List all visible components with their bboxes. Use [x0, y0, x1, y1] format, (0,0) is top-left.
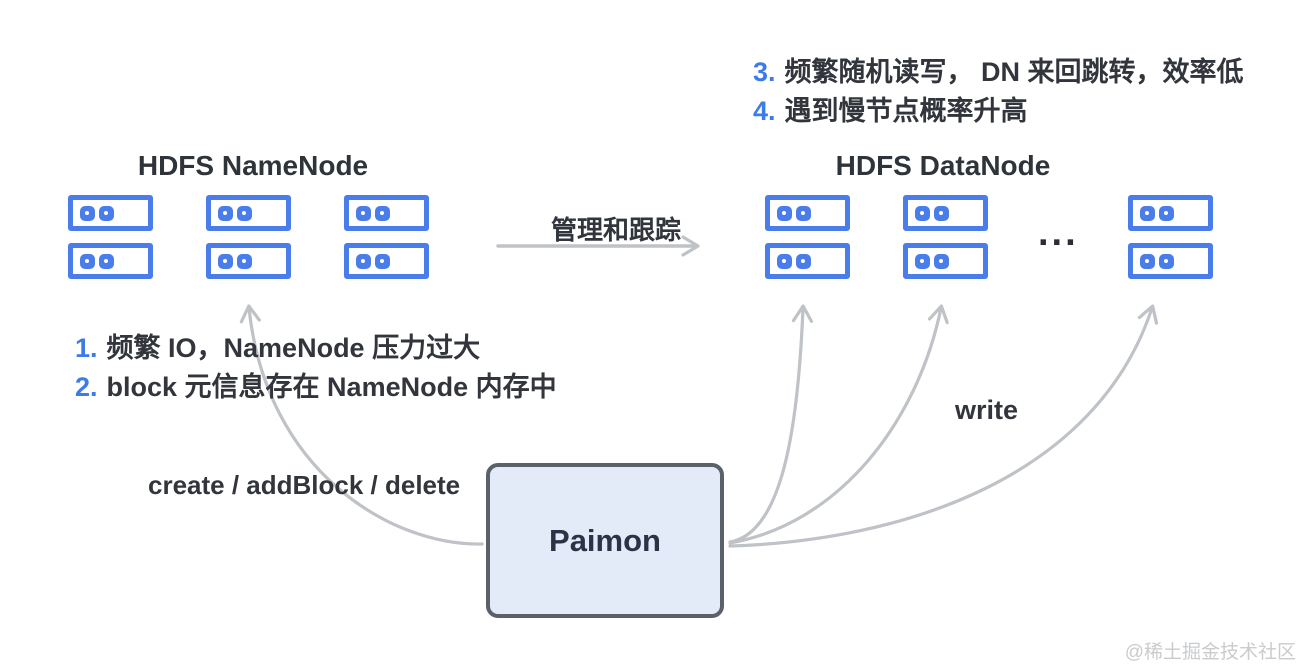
paimon-to-datanode-arrow-2: [728, 304, 949, 545]
note-text: 遇到慢节点概率升高: [784, 96, 1028, 126]
namenode-title: HDFS NameNode: [137, 150, 369, 181]
notes-datanode-issues: 3. 频繁随机读写， DN 来回跳转，效率低 4. 遇到慢节点概率升高: [753, 50, 1244, 128]
note-text: 频繁随机读写， DN 来回跳转，效率低: [784, 57, 1244, 87]
server-led-icon: [375, 253, 390, 269]
server-led-icon: [1140, 205, 1155, 221]
server-led-icon: [915, 205, 930, 221]
paimon-to-datanode-arrow-1: [728, 304, 814, 544]
server-led-icon: [934, 253, 949, 269]
server-led-icon: [1159, 253, 1174, 269]
write-label: write: [955, 395, 1019, 425]
server-led-icon: [777, 253, 792, 269]
server-rack-icon: [206, 195, 291, 231]
server-led-icon: [356, 205, 371, 221]
paimon-label: Paimon: [549, 522, 661, 558]
paimon-to-datanode-arrow-3: [728, 304, 1159, 548]
server-rack-icon: [1128, 195, 1213, 231]
server-led-icon: [218, 205, 233, 221]
server-rack-icon: [903, 243, 988, 279]
server-rack-icon: [68, 195, 153, 231]
server-led-icon: [915, 253, 930, 269]
server-led-icon: [99, 253, 114, 269]
server-led-icon: [80, 205, 95, 221]
note-text: block 元信息存在 NameNode 内存中: [106, 372, 557, 402]
notes-namenode-issues: 1. 频繁 IO，NameNode 压力过大 2. block 元信息存在 Na…: [75, 326, 557, 404]
datanode-server-stack-2: [903, 195, 988, 279]
server-led-icon: [934, 205, 949, 221]
server-rack-icon: [1128, 243, 1213, 279]
server-led-icon: [375, 205, 390, 221]
server-led-icon: [1140, 253, 1155, 269]
server-rack-icon: [68, 243, 153, 279]
note-text: 频繁 IO，NameNode 压力过大: [106, 333, 481, 363]
paimon-box: Paimon: [486, 463, 724, 618]
server-rack-icon: [344, 195, 429, 231]
namenode-server-stack-1: [68, 195, 153, 279]
watermark: @稀土掘金技术社区: [1124, 642, 1296, 663]
manage-track-label: 管理和跟踪: [551, 215, 682, 245]
server-led-icon: [796, 205, 811, 221]
note-number: 3.: [753, 57, 776, 87]
server-led-icon: [99, 205, 114, 221]
note-item-3: 3. 频繁随机读写， DN 来回跳转，效率低: [753, 50, 1244, 89]
note-item-1: 1. 频繁 IO，NameNode 压力过大: [75, 326, 557, 365]
note-number: 2.: [75, 372, 98, 402]
server-rack-icon: [344, 243, 429, 279]
server-led-icon: [218, 253, 233, 269]
create-addblock-delete-label: create / addBlock / delete: [148, 470, 461, 500]
server-rack-icon: [206, 243, 291, 279]
server-rack-icon: [765, 243, 850, 279]
server-led-icon: [796, 253, 811, 269]
server-rack-icon: [903, 195, 988, 231]
note-item-4: 4. 遇到慢节点概率升高: [753, 89, 1244, 128]
server-led-icon: [80, 253, 95, 269]
datanode-server-stack-1: [765, 195, 850, 279]
note-number: 1.: [75, 333, 98, 363]
datanode-ellipsis: ...: [1038, 212, 1079, 254]
server-led-icon: [356, 253, 371, 269]
server-led-icon: [237, 205, 252, 221]
note-item-2: 2. block 元信息存在 NameNode 内存中: [75, 365, 557, 404]
server-led-icon: [237, 253, 252, 269]
server-led-icon: [777, 205, 792, 221]
namenode-server-stack-3: [344, 195, 429, 279]
server-led-icon: [1159, 205, 1174, 221]
namenode-server-stack-2: [206, 195, 291, 279]
server-rack-icon: [765, 195, 850, 231]
datanode-title: HDFS DataNode: [835, 150, 1051, 181]
datanode-server-stack-3: [1128, 195, 1213, 279]
note-number: 4.: [753, 96, 776, 126]
